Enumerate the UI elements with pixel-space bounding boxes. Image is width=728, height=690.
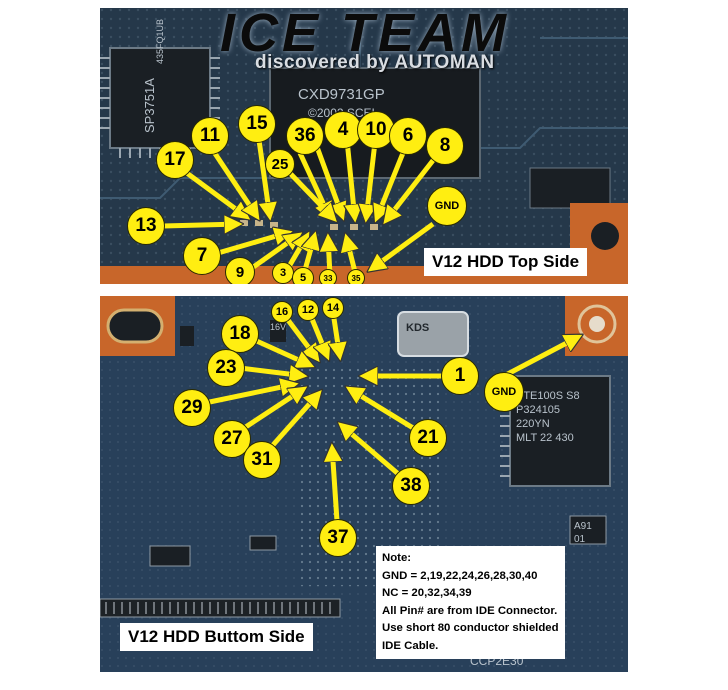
pin-callout: 36 xyxy=(286,117,324,155)
ethernet-chip xyxy=(509,375,611,487)
small-chip-marking: A91 xyxy=(574,521,592,532)
pin-callout: 38 xyxy=(392,467,430,505)
pin-callout: 18 xyxy=(221,315,259,353)
capacitor-marking: 16V xyxy=(270,322,287,332)
pin-callout: 25 xyxy=(265,149,295,179)
gnd-callout: GND xyxy=(484,372,524,412)
pin-callout: 1 xyxy=(441,357,479,395)
center-chip-marking-1: CXD9731GP xyxy=(298,86,385,103)
right-chip-marking-1: STE100S S8 xyxy=(516,390,580,402)
pin-callout: 9 xyxy=(225,257,255,284)
pin-callout: 16 xyxy=(271,301,293,323)
bottom-board-graphics xyxy=(100,296,628,672)
left-chip-marking-2: SP3751A xyxy=(142,78,157,133)
connector-strip xyxy=(100,598,341,618)
pin-callout: 14 xyxy=(322,297,344,319)
pin-callout: 21 xyxy=(409,419,447,457)
pin-callout: 7 xyxy=(183,237,221,275)
pin-callout: 15 xyxy=(238,105,276,143)
bottom-side-label: V12 HDD Buttom Side xyxy=(120,623,313,651)
note-pin-source: All Pin# are from IDE Connector. xyxy=(382,604,558,617)
credit-text: discovered by AUTOMAN xyxy=(255,52,495,73)
right-chip-marking-4: MLT 22 430 xyxy=(516,432,574,444)
gnd-callout: GND xyxy=(427,186,467,226)
pin-callout: 6 xyxy=(389,117,427,155)
pin-callout: 3 xyxy=(272,262,294,284)
title-banner: ICE TEAM xyxy=(220,8,511,63)
pin-callout: 23 xyxy=(207,349,245,387)
pin-callout: 12 xyxy=(297,299,319,321)
pin-callout: 35 xyxy=(347,269,365,284)
note-gnd-pins: GND = 2,19,22,24,26,28,30,40 xyxy=(382,569,538,582)
left-chip-marking-1: 435FQ1UB xyxy=(155,18,165,64)
pin-callout: 11 xyxy=(191,117,229,155)
crystal-marking: KDS xyxy=(406,322,430,334)
note-box: Note: GND = 2,19,22,24,26,28,30,40 NC = … xyxy=(376,546,565,659)
top-side-label: V12 HDD Top Side xyxy=(424,248,588,276)
right-chip-marking-3: 220YN xyxy=(516,418,550,430)
pin-callout: 33 xyxy=(319,269,337,284)
note-cable-type: IDE Cable. xyxy=(382,639,439,652)
pin-callout: 17 xyxy=(156,141,194,179)
note-cable-advice: Use short 80 conductor shielded xyxy=(382,622,559,634)
crystal-oscillator xyxy=(397,311,469,357)
pin-callout: 29 xyxy=(173,389,211,427)
pin-callout: 5 xyxy=(292,267,314,284)
capacitor xyxy=(270,320,286,342)
pin-callout: 8 xyxy=(426,127,464,165)
note-nc-pins: NC = 20,32,34,39 xyxy=(382,587,472,599)
bottom-side-photo: KDS STE100S S8 P324105 220YN MLT 22 430 … xyxy=(100,296,628,672)
pin-callout: 13 xyxy=(127,207,165,245)
pin-callout: 37 xyxy=(319,519,357,557)
top-side-photo: ICE TEAM discovered by AUTOMAN 435FQ1UB … xyxy=(100,8,628,284)
right-chip-top xyxy=(529,167,611,209)
small-chip-marking-2: 01 xyxy=(574,534,586,545)
right-chip-marking-2: P324105 xyxy=(516,404,561,416)
pin-callout: 31 xyxy=(243,441,281,479)
note-title: Note: xyxy=(382,552,412,564)
